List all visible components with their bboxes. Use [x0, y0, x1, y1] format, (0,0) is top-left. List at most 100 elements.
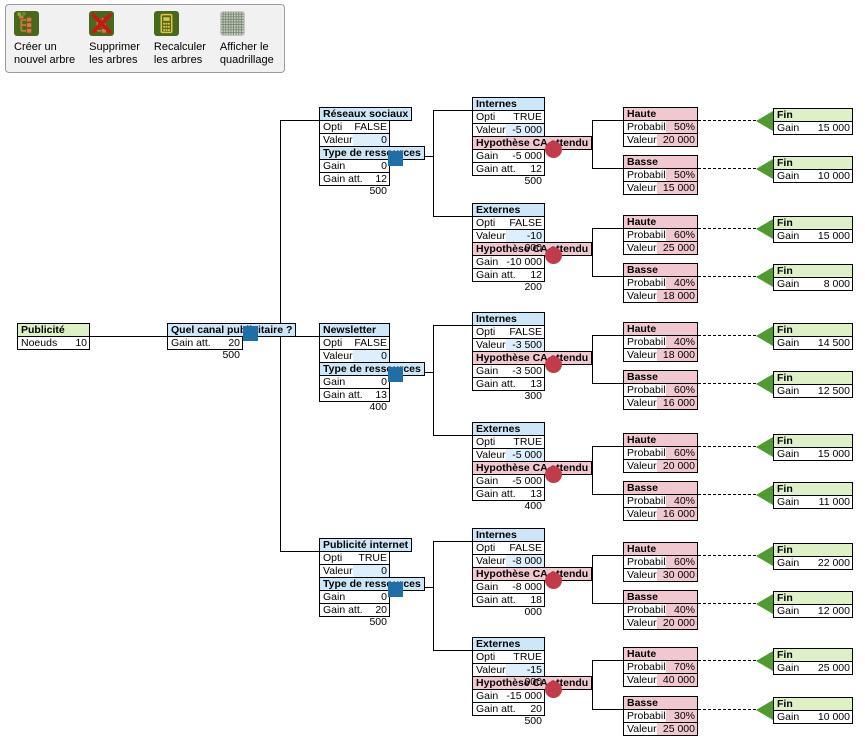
row-value[interactable]: 70%: [665, 661, 697, 673]
row-value[interactable]: 50%: [665, 169, 697, 181]
row-value[interactable]: 11 000: [818, 496, 850, 508]
row-value[interactable]: -3 500: [512, 365, 542, 377]
terminal-node-arrow-icon[interactable]: [756, 651, 773, 671]
row-value[interactable]: 10 000: [817, 711, 850, 723]
row-value[interactable]: FALSE: [509, 217, 542, 229]
chance-node-marker[interactable]: [545, 356, 562, 373]
row-value[interactable]: -5 000: [512, 475, 542, 487]
terminal-node-arrow-icon[interactable]: [756, 219, 773, 239]
row-value[interactable]: -10 000: [505, 230, 544, 254]
tree-node-quel-canal[interactable]: Quel canal publicitaire ?Gain att.20 500: [167, 323, 297, 361]
row-value[interactable]: 13 300: [524, 378, 542, 402]
row-value[interactable]: 0: [352, 350, 389, 362]
row-value[interactable]: 15 000: [817, 448, 850, 460]
row-value[interactable]: 10 000: [817, 170, 850, 182]
row-value[interactable]: 20 000: [656, 134, 697, 146]
row-value[interactable]: 16 000: [656, 508, 697, 520]
row-value[interactable]: TRUE: [513, 436, 542, 448]
row-value[interactable]: 20 000: [656, 617, 697, 629]
row-value[interactable]: 15 000: [817, 122, 850, 134]
row-value[interactable]: 16 000: [656, 397, 697, 409]
chance-node-marker[interactable]: [545, 141, 562, 158]
row-value[interactable]: -10 000: [506, 256, 542, 268]
terminal-node-arrow-icon[interactable]: [756, 159, 773, 179]
row-value[interactable]: 40%: [665, 336, 697, 348]
row-value[interactable]: 40 000: [656, 674, 697, 686]
row-value[interactable]: -5 000: [505, 449, 544, 461]
row-value[interactable]: -3 500: [505, 339, 544, 351]
chance-node-marker[interactable]: [545, 681, 562, 698]
terminal-node-arrow-icon[interactable]: [756, 267, 773, 287]
row-value[interactable]: FALSE: [354, 337, 387, 349]
row-value[interactable]: 12 000: [817, 605, 850, 617]
row-value[interactable]: 60%: [665, 447, 697, 459]
chance-node-marker[interactable]: [545, 572, 562, 589]
row-value[interactable]: 0: [381, 376, 387, 388]
row-value[interactable]: TRUE: [513, 651, 542, 663]
row-value[interactable]: 20 000: [656, 460, 697, 472]
row-value[interactable]: FALSE: [354, 121, 387, 133]
decision-node-marker[interactable]: [388, 367, 403, 382]
row-value[interactable]: 18 000: [656, 290, 697, 302]
row-value[interactable]: 15 000: [817, 230, 850, 242]
row-value[interactable]: 60%: [665, 556, 697, 568]
row-value[interactable]: 12 500: [524, 163, 542, 187]
row-value[interactable]: 0: [352, 565, 389, 577]
row-value[interactable]: -5 000: [512, 150, 542, 162]
terminal-node-arrow-icon[interactable]: [756, 594, 773, 614]
decision-node-marker[interactable]: [388, 151, 403, 166]
row-value[interactable]: 12 500: [817, 385, 850, 397]
row-value[interactable]: 12 200: [524, 269, 542, 293]
row-value[interactable]: 60%: [665, 229, 697, 241]
chance-node-marker[interactable]: [545, 466, 562, 483]
row-value[interactable]: 15 000: [656, 182, 697, 194]
row-value[interactable]: 25 000: [656, 242, 697, 254]
row-value[interactable]: -5 000: [505, 124, 544, 136]
terminal-node-arrow-icon[interactable]: [756, 700, 773, 720]
row-value[interactable]: 40%: [665, 495, 697, 507]
row-value[interactable]: TRUE: [358, 552, 387, 564]
row-value[interactable]: 22 000: [817, 557, 850, 569]
terminal-node-arrow-icon[interactable]: [756, 374, 773, 394]
row-value[interactable]: 20 500: [369, 604, 387, 628]
row-value[interactable]: 20 500: [222, 337, 240, 361]
chance-node-marker[interactable]: [545, 247, 562, 264]
row-value[interactable]: 8 000: [823, 278, 850, 290]
terminal-node-arrow-icon[interactable]: [756, 326, 773, 346]
row-value[interactable]: 40%: [665, 277, 697, 289]
row-value[interactable]: -15 000: [505, 664, 544, 688]
row-value[interactable]: 13 400: [369, 389, 387, 413]
row-value[interactable]: 18 000: [656, 349, 697, 361]
row-value[interactable]: 18 000: [524, 594, 542, 618]
row-value[interactable]: FALSE: [509, 326, 542, 338]
